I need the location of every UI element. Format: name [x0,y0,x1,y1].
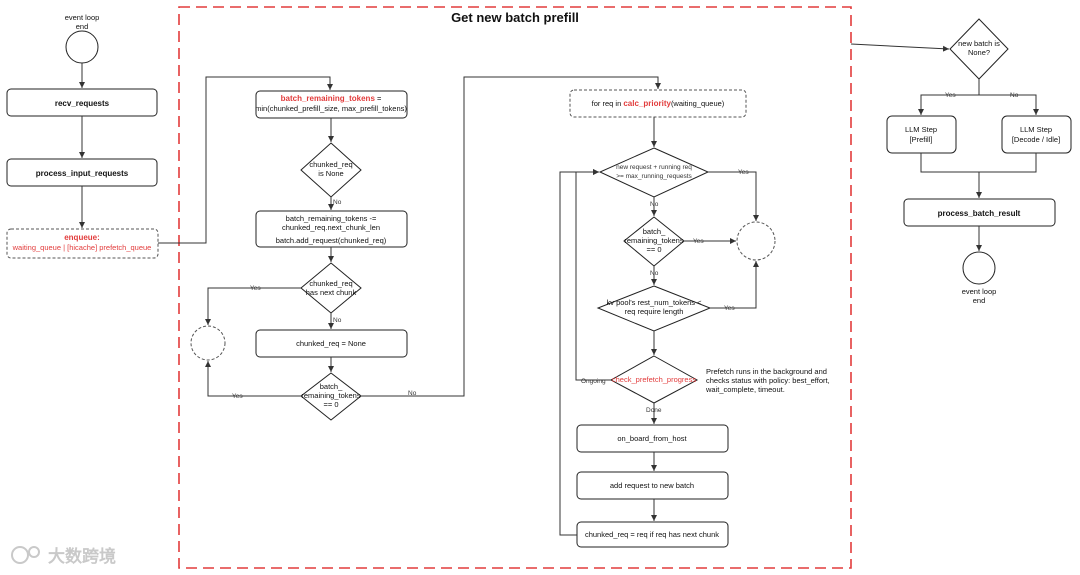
sub-line1: batch_remaining_tokens -= [286,214,377,223]
llm1-line2: [Prefill] [910,135,933,144]
end-label-line2: end [973,296,986,305]
merge-node-left [190,325,226,361]
d5-line1: batch_ [643,227,666,236]
edge-d3-yes [205,361,301,397]
end-label-line1: event loop [962,287,997,296]
sub-line2: chunked_req.next_chunk_len [282,223,380,232]
d3-line1: batch_ [320,382,343,391]
watermark-logo-dot-icon [28,546,40,558]
d6-line2: req require length [625,307,684,316]
add-request-label: add request to new batch [610,481,694,490]
d5-line3: == 0 [646,245,661,254]
d3-line3: == 0 [323,400,338,409]
right-column: new batch is None? Yes No LLM Step [Pref… [886,18,1072,305]
d8-line1: new batch is [958,39,1000,48]
onboard-label: on_board_from_host [617,434,687,443]
prefetch-note-line2: checks status with policy: best_effort, [706,376,830,385]
edge-enqueue-brt [158,76,333,244]
prefetch-note-line1: Prefetch runs in the background and [706,367,827,376]
d4-yes-label: Yes [738,169,749,176]
d4-no-label: No [650,201,659,208]
add-request-box [576,471,729,500]
merge-node-right [736,221,776,261]
d5-no-label: No [650,270,659,277]
prefetch-note-line3: wait_complete, timeout. [705,385,785,394]
edge-d7-ongoing [575,169,611,381]
process-input-label: process_input_requests [36,169,129,178]
d5-line2: remaining_tokens [624,236,683,245]
brt-init-line2: min(chunked_prefill_size, max_prefill_to… [255,104,407,113]
d2-line1: chunked_req [309,279,352,288]
end-node [962,251,996,285]
brt-zero-decision [300,372,362,421]
edge-d8-no [979,94,1039,115]
d3-line2: remaining_tokens [301,391,360,400]
edge-chunk-loop [559,169,599,536]
sub-line3: batch.add_request(chunked_req) [276,236,387,245]
chunk-next-label: chunked_req = req if req has next chunk [585,530,719,539]
d5-yes-label: Yes [693,238,704,245]
enqueue-box [6,228,159,259]
d2-no-label: No [333,317,342,324]
edge-d2-yes [205,287,301,325]
edge-d4-yes [708,171,759,221]
waiting-queue-column: for req in calc_priority(waiting_queue) … [559,89,830,548]
d8-line2: None? [968,48,990,57]
edge-d6-yes [710,261,759,309]
d7-ongoing-label: Ongoing [581,378,606,385]
llm1-line1: LLM Step [905,125,937,134]
chunked-none-label: chunked_req = None [296,339,366,348]
chunked-column: batch_remaining_tokens = min(chunked_pre… [190,90,408,421]
recv-requests-label: recv_requests [55,99,110,108]
edge-frame-d8 [850,43,950,52]
left-column: event loop end recv_requests process_inp… [6,13,159,259]
page-title: Get new batch prefill [451,10,579,25]
for-loop-box [569,89,747,118]
d6-yes-label: Yes [724,305,735,312]
enqueue-body: waiting_queue | [hicache] prefetch_queue [12,243,152,252]
d6-line1: kv pool's rest_num_tokens < [606,298,702,307]
d8-yes-label: Yes [945,92,956,99]
brt-init-line1: batch_remaining_tokens = [281,94,382,103]
edge-llm-join [920,153,1037,173]
llm2-line1: LLM Step [1020,125,1052,134]
onboard-box [576,424,729,453]
d4-line1: new request + running req [616,164,692,171]
llm2-line2: [Decode / Idle] [1012,135,1060,144]
enqueue-title: enqueue: [64,233,100,242]
d3-yes-label: Yes [232,393,243,400]
d1-line1: chunked_req [309,160,352,169]
start-label-line2: end [76,22,89,31]
d4-line2: >= max_running_requests [616,173,692,180]
d7-label: check_prefetch_progress [612,375,696,384]
watermark: 大数跨境 [11,546,116,567]
d3-no-label: No [408,390,417,397]
d1-no-label: No [333,199,342,206]
d2-yes-label: Yes [250,285,261,292]
start-node [65,30,99,64]
watermark-logo-icon [11,546,29,564]
start-label-line1: event loop [65,13,100,22]
d2-line2: has next chunk [306,288,357,297]
prefill-frame [178,6,852,569]
process-result-label: process_batch_result [938,209,1021,218]
d7-done-label: Done [646,407,662,414]
watermark-text: 大数跨境 [48,546,116,567]
edge-d3-no-for [361,76,661,397]
d1-line2: is None [318,169,343,178]
for-loop-label: for req in calc_priority(waiting_queue) [592,99,725,108]
d8-no-label: No [1010,92,1019,99]
edge-d8-yes [918,79,980,115]
